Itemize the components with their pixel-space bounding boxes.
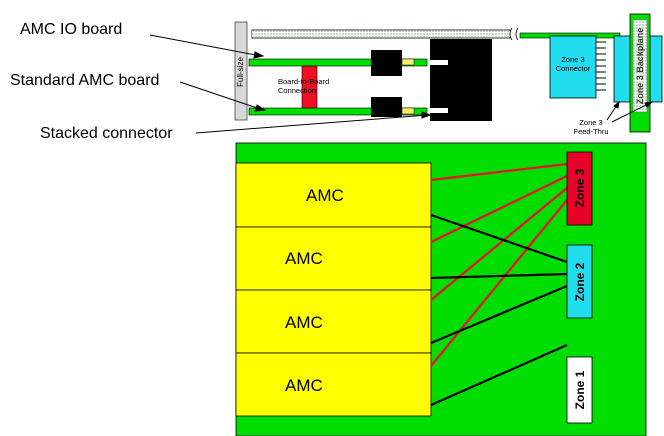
amc-label-3: AMC xyxy=(285,313,323,332)
zone3-routes xyxy=(430,162,568,367)
standard-amc-board-green xyxy=(248,107,428,116)
amc-module-2 xyxy=(235,226,432,291)
io-board-gold-pin xyxy=(401,58,415,66)
zone1-block xyxy=(566,356,593,424)
zone3-label: Zone 3 xyxy=(573,168,587,207)
amc-board-gold-pin xyxy=(401,107,415,115)
amc-module-1 xyxy=(235,162,432,228)
amc-label-2: AMC xyxy=(285,249,323,268)
zone2-zone1-routes xyxy=(430,213,568,407)
amc-label-1: AMC xyxy=(306,186,344,205)
amc-board-connector xyxy=(371,97,402,117)
stacked-connector-body xyxy=(430,39,492,121)
feed-thru-arrows xyxy=(606,100,654,123)
full-size-front-panel xyxy=(234,21,248,121)
amc-module-3 xyxy=(235,289,432,354)
zone3-connector-label-line1: Zone 3 xyxy=(561,55,584,64)
board-to-board-label-line2: Connection xyxy=(278,86,316,95)
feed-thru-label-line1: Zone 3 xyxy=(579,118,602,127)
board-to-board-label-line1: Board-to-Board xyxy=(278,77,329,86)
amc-module-4 xyxy=(235,352,432,417)
zone3-connector-label-line2: Connector xyxy=(556,64,591,73)
zone2-block xyxy=(566,244,593,319)
full-size-label: Full-size xyxy=(236,57,245,87)
zone3-connector-pins xyxy=(596,41,606,91)
zone3-block xyxy=(566,151,593,226)
board-to-board-connector xyxy=(301,65,318,109)
feed-thru-label-line2: Feed-Thru xyxy=(573,127,608,136)
amc-label-4: AMC xyxy=(285,376,323,395)
zone3-backplane-label: Zone 3 Backplane xyxy=(635,28,645,105)
callout-amc-io-board: AMC IO board xyxy=(20,21,123,38)
zone1-label: Zone 1 xyxy=(573,370,587,409)
zone2-label: Zone 2 xyxy=(573,262,587,301)
feed-thru-right xyxy=(649,35,663,103)
break-mark xyxy=(509,27,519,41)
callout-stacked-connector: Stacked connector xyxy=(40,125,173,142)
feed-thru-left xyxy=(613,35,631,103)
zone3-connector xyxy=(549,35,597,99)
callout-arrows xyxy=(149,34,432,134)
io-board-green xyxy=(248,58,428,67)
callout-standard-amc-board: Standard AMC board xyxy=(10,72,160,89)
io-board-connector xyxy=(371,50,402,76)
